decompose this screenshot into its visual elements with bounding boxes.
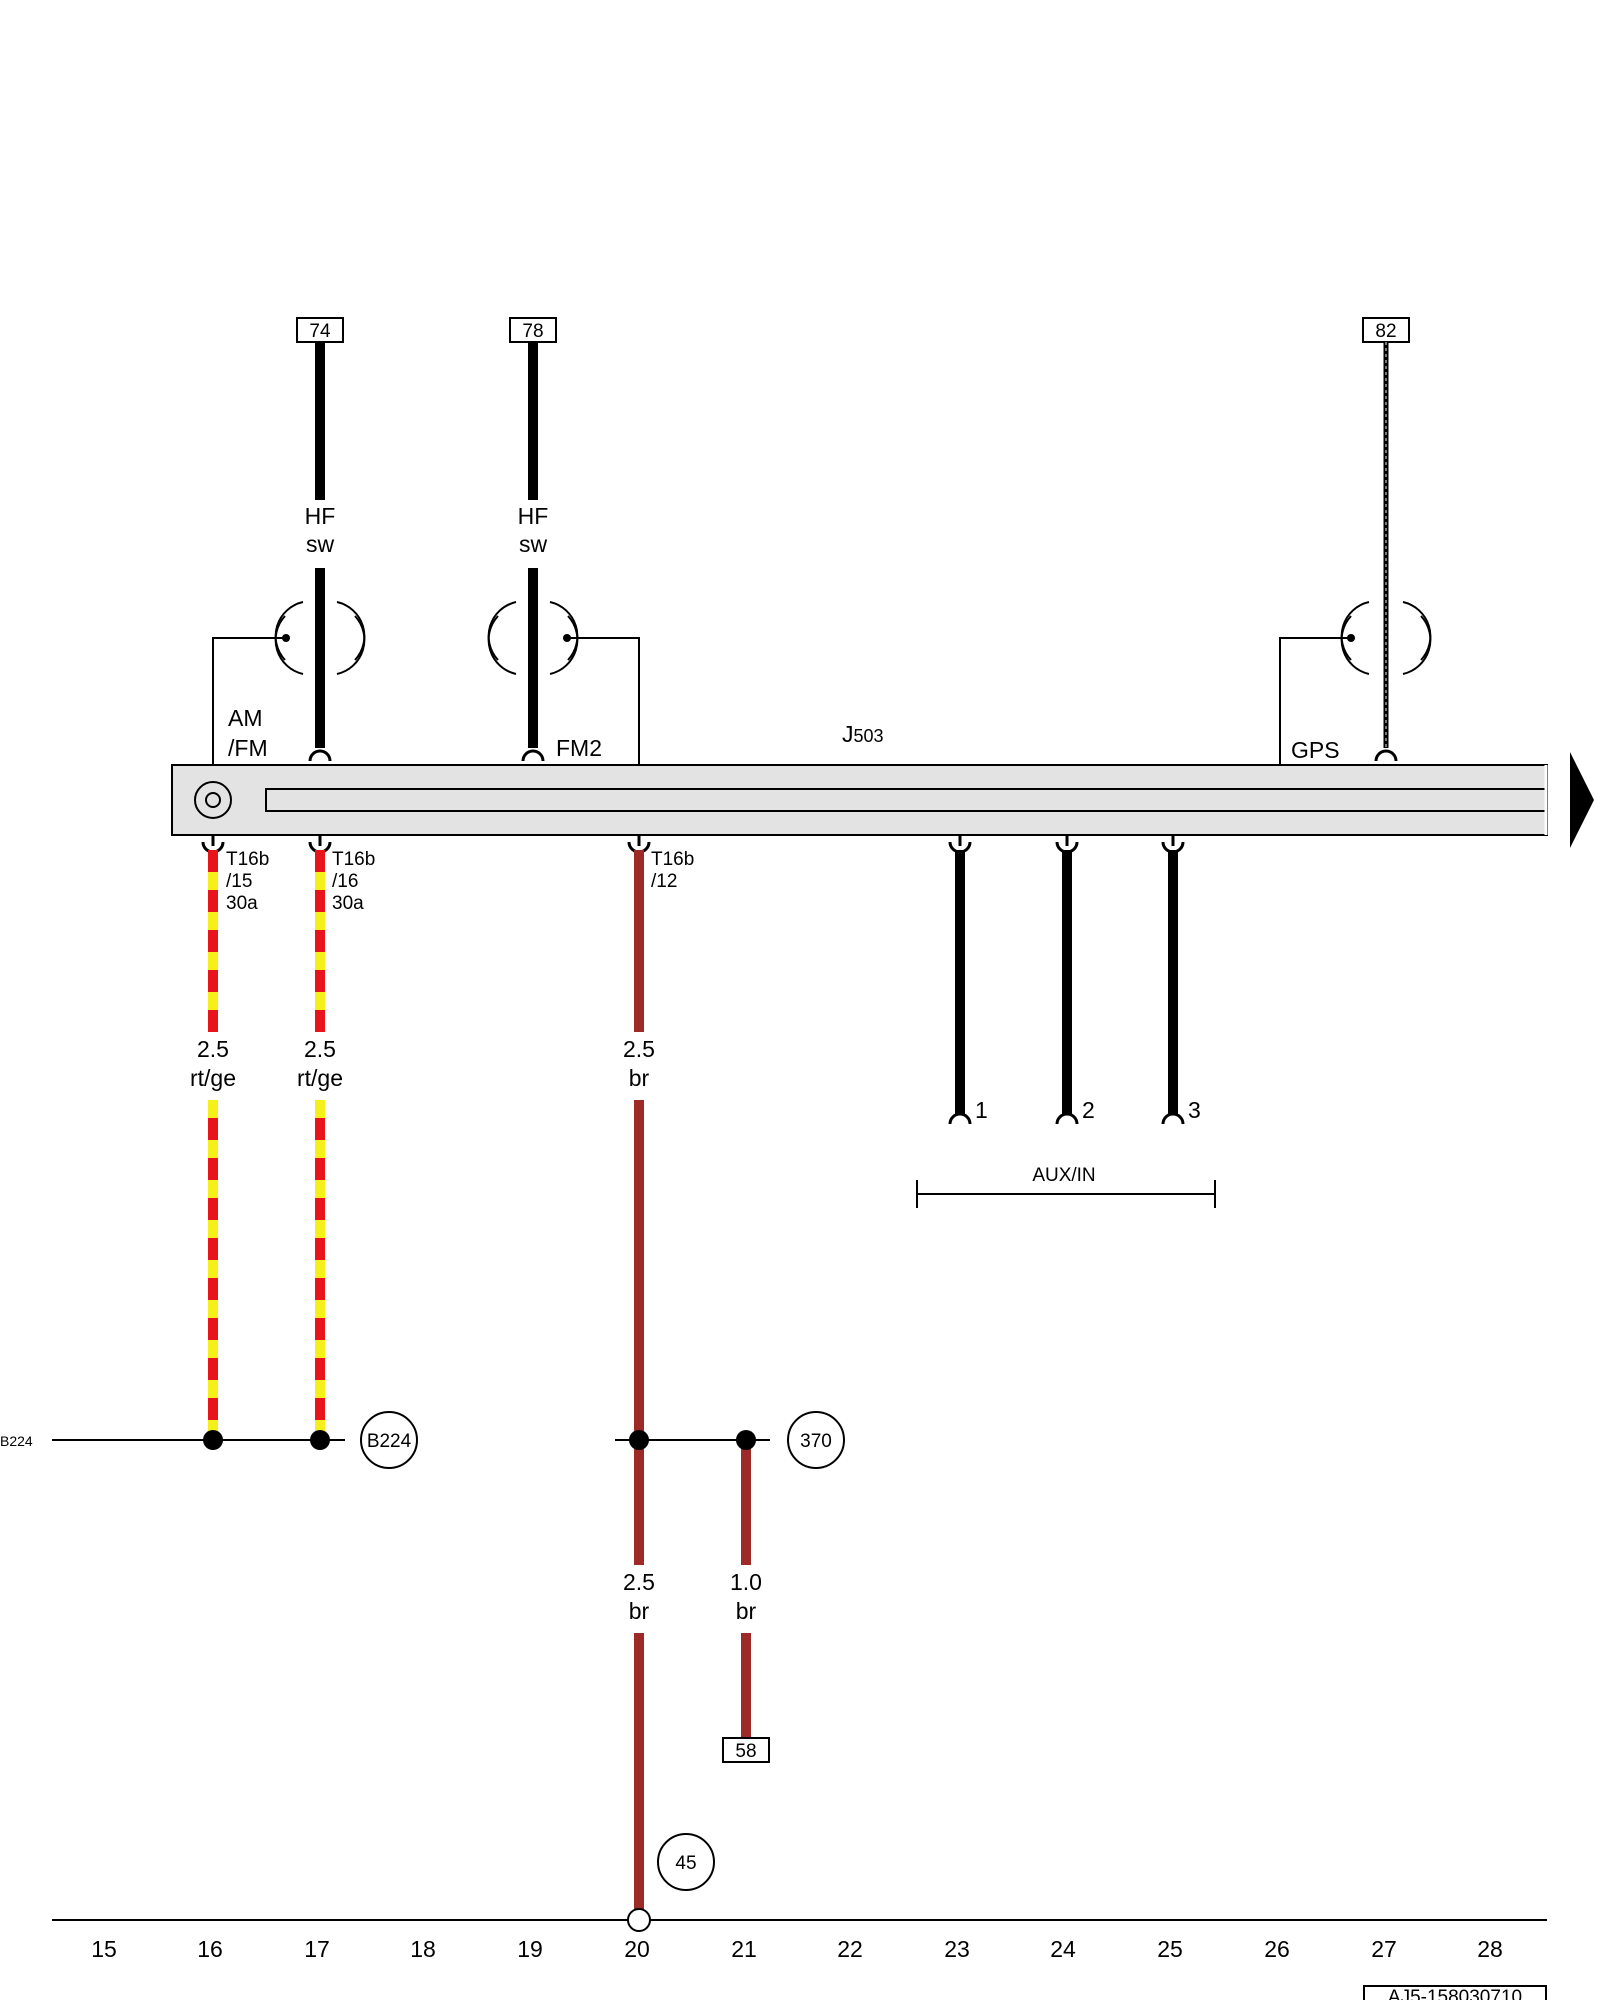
grid-number: 20 bbox=[624, 1936, 650, 1962]
grid-number: 27 bbox=[1371, 1936, 1397, 1962]
wire-size: 2.5 bbox=[623, 1569, 655, 1595]
doc-id-box: AJ5-158030710 bbox=[1363, 1985, 1547, 2000]
shield-ring-icon bbox=[487, 601, 579, 675]
connector-pin-icon bbox=[211, 835, 1175, 846]
hf-color: sw bbox=[306, 531, 335, 557]
continuation-arrow-icon bbox=[1570, 752, 1594, 848]
svg-text:/15: /15 bbox=[226, 871, 252, 892]
svg-text:T16b: T16b bbox=[651, 849, 694, 870]
grid-number: 22 bbox=[837, 1936, 863, 1962]
grid-number: 17 bbox=[304, 1936, 330, 1962]
grid-number: 16 bbox=[197, 1936, 223, 1962]
hf-label: HF bbox=[518, 503, 549, 529]
wire-color: br bbox=[629, 1598, 650, 1624]
node-label-b224: B224 bbox=[367, 1431, 412, 1452]
wire-size: 2.5 bbox=[197, 1036, 229, 1062]
wire-color: br bbox=[629, 1065, 650, 1091]
connector-label: T16b /15 30a bbox=[226, 849, 269, 914]
shield-lead bbox=[212, 637, 1351, 765]
grid-number: 24 bbox=[1050, 1936, 1076, 1962]
aux-bracket bbox=[916, 1180, 1216, 1208]
junction-dot bbox=[563, 634, 571, 642]
junction-dot bbox=[1347, 634, 1355, 642]
antenna-label-am: AM bbox=[228, 705, 263, 731]
grid-number: 26 bbox=[1264, 1936, 1290, 1962]
grid-number: 15 bbox=[91, 1936, 117, 1962]
junction-370: 370 bbox=[615, 1411, 845, 1469]
grid-number: 25 bbox=[1157, 1936, 1183, 1962]
ground-node-45: 45 bbox=[657, 1833, 715, 1891]
junction-dot bbox=[282, 634, 290, 642]
wire-size: 2.5 bbox=[304, 1036, 336, 1062]
svg-text:T16b: T16b bbox=[226, 849, 269, 870]
radio-unit-housing bbox=[171, 764, 1548, 836]
aux-pin-3: 3 bbox=[1188, 1097, 1201, 1123]
svg-text:/12: /12 bbox=[651, 871, 677, 892]
svg-text:T16b: T16b bbox=[332, 849, 375, 870]
grid-number: 21 bbox=[731, 1936, 757, 1962]
ground-terminal bbox=[627, 1908, 651, 1932]
aux-label: AUX/IN bbox=[1032, 1165, 1095, 1186]
connector-pin-icon bbox=[308, 749, 1398, 762]
hf-wire-78: 78 HF sw bbox=[509, 317, 557, 748]
connector-label: T16b /16 30a bbox=[332, 849, 375, 914]
hf-label: HF bbox=[305, 503, 336, 529]
ref-box-58: 58 bbox=[735, 1741, 756, 1762]
node-label-370: 370 bbox=[800, 1431, 832, 1452]
shield-ring-icon bbox=[274, 601, 366, 675]
shield-ring-icon bbox=[1340, 601, 1432, 675]
grid-number: 19 bbox=[517, 1936, 543, 1962]
grid-number: 23 bbox=[944, 1936, 970, 1962]
connector-pin-icon bbox=[948, 1112, 1185, 1125]
component-label: J503 bbox=[842, 721, 884, 747]
ref-box-82: 82 bbox=[1375, 321, 1396, 342]
aux-pin-2: 2 bbox=[1082, 1097, 1095, 1123]
aux-pin-1: 1 bbox=[975, 1097, 988, 1123]
hf-color: sw bbox=[519, 531, 548, 557]
bus-b224: B224 B224 bbox=[0, 1411, 418, 1469]
wire-br-main: 2.5 br 2.5 br bbox=[623, 850, 655, 1918]
ref-box-78: 78 bbox=[522, 321, 543, 342]
wire-color: br bbox=[736, 1598, 757, 1624]
grid-number: 18 bbox=[410, 1936, 436, 1962]
svg-text:30a: 30a bbox=[332, 893, 364, 914]
antenna-label-fm2: FM2 bbox=[556, 735, 602, 761]
wire-rt-ge-1: 2.5 rt/ge bbox=[190, 850, 236, 1440]
wire-rt-ge-2: 2.5 rt/ge bbox=[297, 850, 343, 1440]
grid-numbers: 15 16 17 18 19 20 21 22 23 24 25 26 27 2… bbox=[91, 1936, 1503, 1962]
wire-size: 2.5 bbox=[623, 1036, 655, 1062]
connector-label: T16b /12 bbox=[651, 849, 694, 892]
doc-id: AJ5-158030710 bbox=[1388, 1987, 1522, 2000]
wire-color: rt/ge bbox=[190, 1065, 236, 1091]
ref-box-74: 74 bbox=[309, 321, 331, 342]
svg-text:30a: 30a bbox=[226, 893, 258, 914]
bus-label-left: B224 bbox=[0, 1433, 33, 1449]
wire-br-branch: 1.0 br 58 bbox=[722, 1440, 770, 1763]
grid-number: 28 bbox=[1477, 1936, 1503, 1962]
svg-text:/16: /16 bbox=[332, 871, 358, 892]
antenna-label-fm: /FM bbox=[228, 735, 268, 761]
node-label-45: 45 bbox=[675, 1853, 696, 1874]
wire-color: rt/ge bbox=[297, 1065, 343, 1091]
antenna-label-gps: GPS bbox=[1291, 737, 1340, 763]
gps-wire-82: 82 bbox=[1362, 317, 1410, 748]
wire-size: 1.0 bbox=[730, 1569, 762, 1595]
aux-wires bbox=[955, 850, 1178, 1114]
hf-wire-74: 74 HF sw bbox=[296, 317, 344, 748]
